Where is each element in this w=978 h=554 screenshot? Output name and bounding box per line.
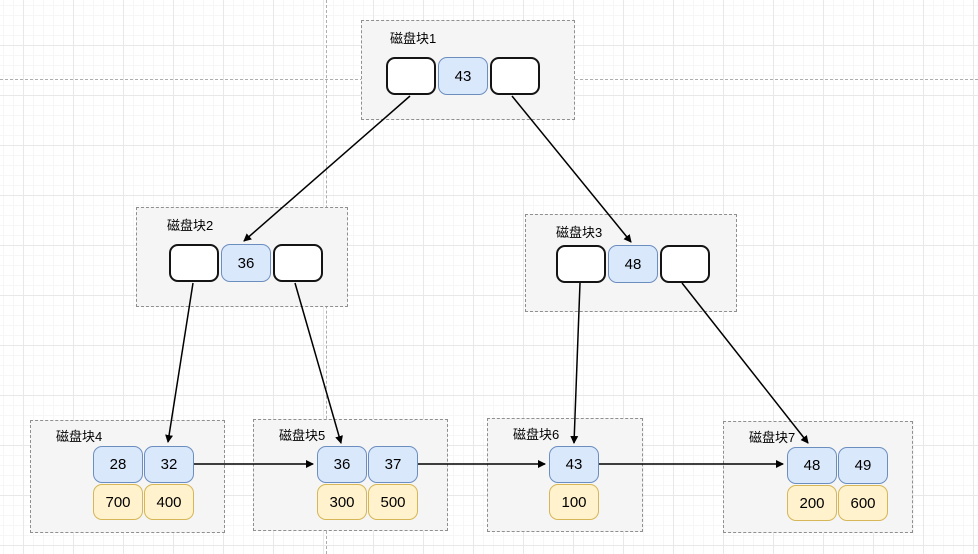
- block-2-label: 磁盘块2: [167, 218, 214, 233]
- block-7-data-2[interactable]: 600: [838, 485, 888, 521]
- block-2-pointer-left[interactable]: [169, 244, 219, 282]
- block-5-data-2[interactable]: 500: [368, 484, 418, 520]
- block-3-key[interactable]: 48: [608, 245, 658, 283]
- block-5-data-1[interactable]: 300: [317, 484, 367, 520]
- disk-block-4[interactable]: 磁盘块4 28 32 700 400: [30, 420, 225, 533]
- block-7-key-1[interactable]: 48: [787, 447, 837, 484]
- block-4-key-1[interactable]: 28: [93, 446, 143, 483]
- disk-block-1[interactable]: 磁盘块1 43: [361, 20, 575, 120]
- block-7-label: 磁盘块7: [749, 430, 796, 445]
- block-6-label: 磁盘块6: [513, 427, 560, 442]
- block-7-key-2[interactable]: 49: [838, 447, 888, 484]
- block-4-label: 磁盘块4: [56, 429, 103, 444]
- block-5-label: 磁盘块5: [279, 428, 326, 443]
- block-1-key[interactable]: 43: [438, 57, 488, 95]
- block-1-pointer-left[interactable]: [386, 57, 436, 95]
- block-7-data-1[interactable]: 200: [787, 485, 837, 521]
- disk-block-3[interactable]: 磁盘块3 48: [525, 214, 737, 312]
- block-2-key[interactable]: 36: [221, 244, 271, 282]
- block-5-key-2[interactable]: 37: [368, 446, 418, 483]
- block-6-data-1[interactable]: 100: [549, 484, 599, 520]
- block-2-pointer-right[interactable]: [273, 244, 323, 282]
- block-6-key-1[interactable]: 43: [549, 446, 599, 483]
- block-4-data-2[interactable]: 400: [144, 484, 194, 520]
- disk-block-6[interactable]: 磁盘块6 43 100: [487, 418, 643, 532]
- block-1-pointer-right[interactable]: [490, 57, 540, 95]
- disk-block-7[interactable]: 磁盘块7 48 49 200 600: [723, 421, 913, 533]
- block-3-pointer-right[interactable]: [660, 245, 710, 283]
- block-3-label: 磁盘块3: [556, 225, 603, 240]
- block-5-key-1[interactable]: 36: [317, 446, 367, 483]
- block-1-label: 磁盘块1: [390, 31, 437, 46]
- disk-block-5[interactable]: 磁盘块5 36 37 300 500: [253, 419, 448, 531]
- block-4-data-1[interactable]: 700: [93, 484, 143, 520]
- disk-block-2[interactable]: 磁盘块2 36: [136, 207, 348, 307]
- block-4-key-2[interactable]: 32: [144, 446, 194, 483]
- block-3-pointer-left[interactable]: [556, 245, 606, 283]
